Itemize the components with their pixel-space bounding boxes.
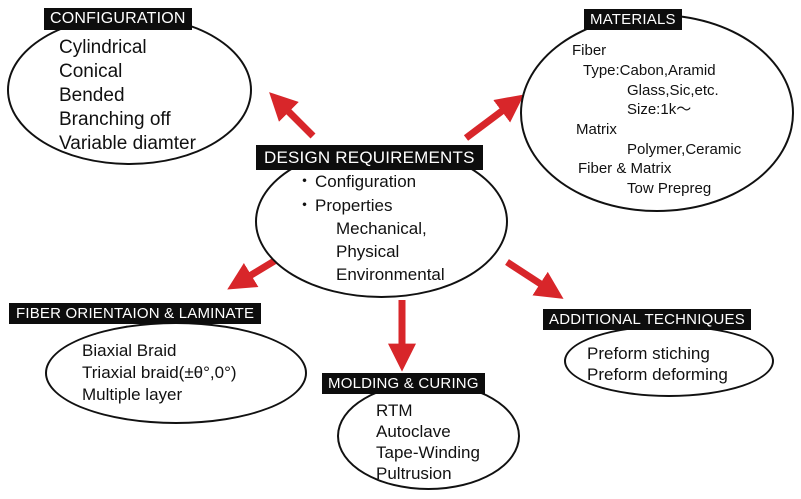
configuration-item: Variable diamter (59, 133, 196, 154)
molding-ellipse (337, 382, 520, 490)
molding-item: RTM (376, 401, 413, 420)
fiber-orientation-item: Biaxial Braid (82, 341, 177, 360)
materials-fiber-type: Type:Cabon,Aramid (583, 62, 716, 79)
arrow-to-configuration (269, 92, 316, 139)
materials-fiber-size: Size:1k～ (627, 101, 692, 118)
materials-fiber-matrix: Fiber & Matrix (578, 160, 672, 177)
fiber-orientation-title: FIBER ORIENTAION & LAMINATE (9, 303, 262, 324)
additional-techniques-title: ADDITIONAL TECHNIQUES (543, 309, 751, 330)
design-item-configuration: Configuration (315, 172, 417, 191)
materials-title: MATERIALS (584, 9, 682, 30)
materials-fiber: Fiber (572, 42, 607, 59)
design-sub-mechanical: Mechanical, (336, 219, 427, 238)
arrow-to-additional (505, 259, 564, 299)
fiber-orientation-item: Multiple layer (82, 385, 183, 404)
materials-fiber-type-2: Glass,Sic,etc. (627, 82, 719, 99)
design-sub-environmental: Environmental (336, 265, 445, 284)
additional-techniques-ellipse (564, 325, 774, 397)
arrow-to-materials (463, 94, 525, 141)
molding-item: Autoclave (376, 422, 451, 441)
materials-tow-prepreg: Tow Prepreg (627, 180, 712, 197)
materials-matrix: Matrix (576, 121, 617, 138)
materials-matrix-types: Polymer,Ceramic (627, 141, 742, 158)
additional-technique-item: Preform deforming (587, 365, 728, 384)
additional-technique-item: Preform stiching (587, 344, 710, 363)
design-requirements-title: DESIGN REQUIREMENTS (256, 145, 483, 170)
configuration-title: CONFIGURATION (44, 8, 192, 30)
configuration-item: Bended (59, 85, 125, 106)
design-requirements-ellipse (255, 145, 508, 298)
molding-title: MOLDING & CURING (322, 373, 485, 394)
molding-item: Pultrusion (376, 464, 452, 483)
configuration-list: Cylindrical Conical Bended Branching off… (59, 38, 196, 158)
design-bullet: ・ (296, 172, 313, 191)
configuration-item: Conical (59, 61, 123, 82)
configuration-item: Branching off (59, 109, 171, 130)
molding-item: Tape-Winding (376, 443, 480, 462)
arrow-to-fiber-orientation (227, 257, 278, 290)
fiber-orientation-list: Biaxial Braid Triaxial braid(±θ°,0°) Mul… (82, 342, 237, 408)
design-sub-physical: Physical (336, 242, 400, 261)
design-item-properties: Properties (315, 196, 393, 215)
additional-techniques-list: Preform stiching Preform deforming (587, 345, 728, 387)
molding-list: RTM Autoclave Tape-Winding Pultrusion (376, 402, 480, 486)
fiber-orientation-item: Triaxial braid(±θ°,0°) (82, 363, 237, 382)
configuration-ellipse (7, 15, 252, 165)
design-bullet: ・ (296, 196, 313, 215)
configuration-item: Cylindrical (59, 37, 147, 58)
